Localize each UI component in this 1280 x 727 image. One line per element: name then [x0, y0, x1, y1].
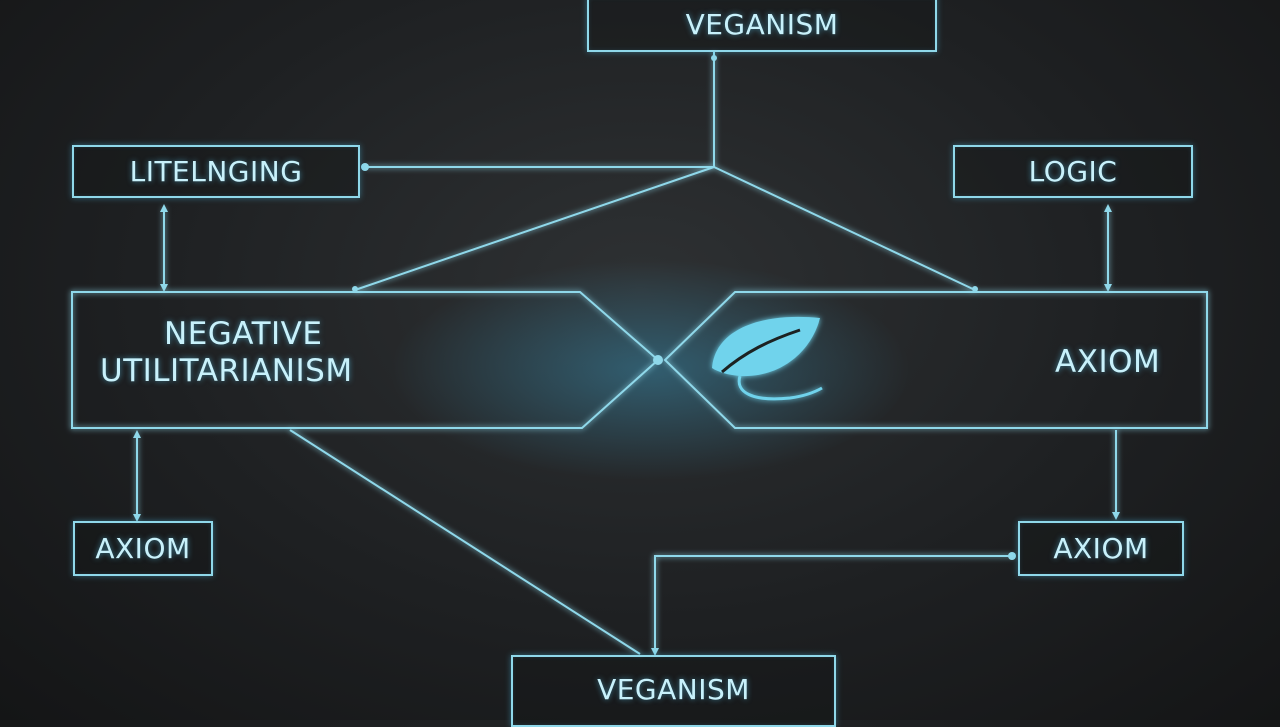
connector-dot	[653, 355, 663, 365]
veganism-top-node: VEGANISM	[587, 0, 937, 52]
logic-label: LOGIC	[1028, 155, 1118, 188]
axiom-right-node: AXIOM	[1018, 521, 1184, 576]
logic-node: LOGIC	[953, 145, 1193, 198]
axiom-left-node: AXIOM	[73, 521, 213, 576]
arrow-down	[160, 284, 168, 292]
arrow-down	[651, 648, 659, 656]
negative-utilitarianism-shape	[71, 291, 660, 429]
leaf-icon	[712, 316, 823, 401]
axiom-right-label: AXIOM	[1053, 532, 1149, 565]
negative-label-line1: NEGATIVE	[164, 316, 323, 352]
connector-dot	[711, 55, 717, 61]
negative-utilitarianism-label: NEGATIVE UTILITARIANISM	[100, 316, 353, 390]
axiom-center-text: AXIOM	[1055, 344, 1161, 380]
liteluging-label: LITELNGING	[129, 155, 303, 188]
arrow-down	[1104, 284, 1112, 292]
arrow-down	[1112, 512, 1120, 520]
arrow-up	[160, 204, 168, 212]
negative-label-line2: UTILITARIANISM	[100, 353, 353, 390]
center-glow	[390, 260, 910, 480]
connector-dot	[972, 286, 978, 292]
liteluging-node: LITELNGING	[72, 145, 360, 198]
axiom-center-shape	[663, 291, 1208, 429]
connector-dot	[352, 286, 358, 292]
connector-junction-right	[713, 166, 976, 291]
veganism-top-label: VEGANISM	[685, 7, 839, 41]
arrow-down	[133, 514, 141, 522]
connector-dot	[361, 163, 369, 171]
connector-axiom-right-veganism	[654, 555, 1015, 654]
connector-negative-veganism	[289, 429, 641, 655]
connector-junction-left	[354, 166, 715, 291]
veganism-bottom-label: VEGANISM	[597, 673, 750, 706]
veganism-bottom-node: VEGANISM	[511, 655, 836, 727]
axiom-left-label: AXIOM	[95, 532, 191, 565]
arrow-up	[1104, 204, 1112, 212]
connector-dot	[1008, 552, 1016, 560]
arrow-up	[133, 430, 141, 438]
axiom-center-label: AXIOM	[1055, 344, 1160, 381]
